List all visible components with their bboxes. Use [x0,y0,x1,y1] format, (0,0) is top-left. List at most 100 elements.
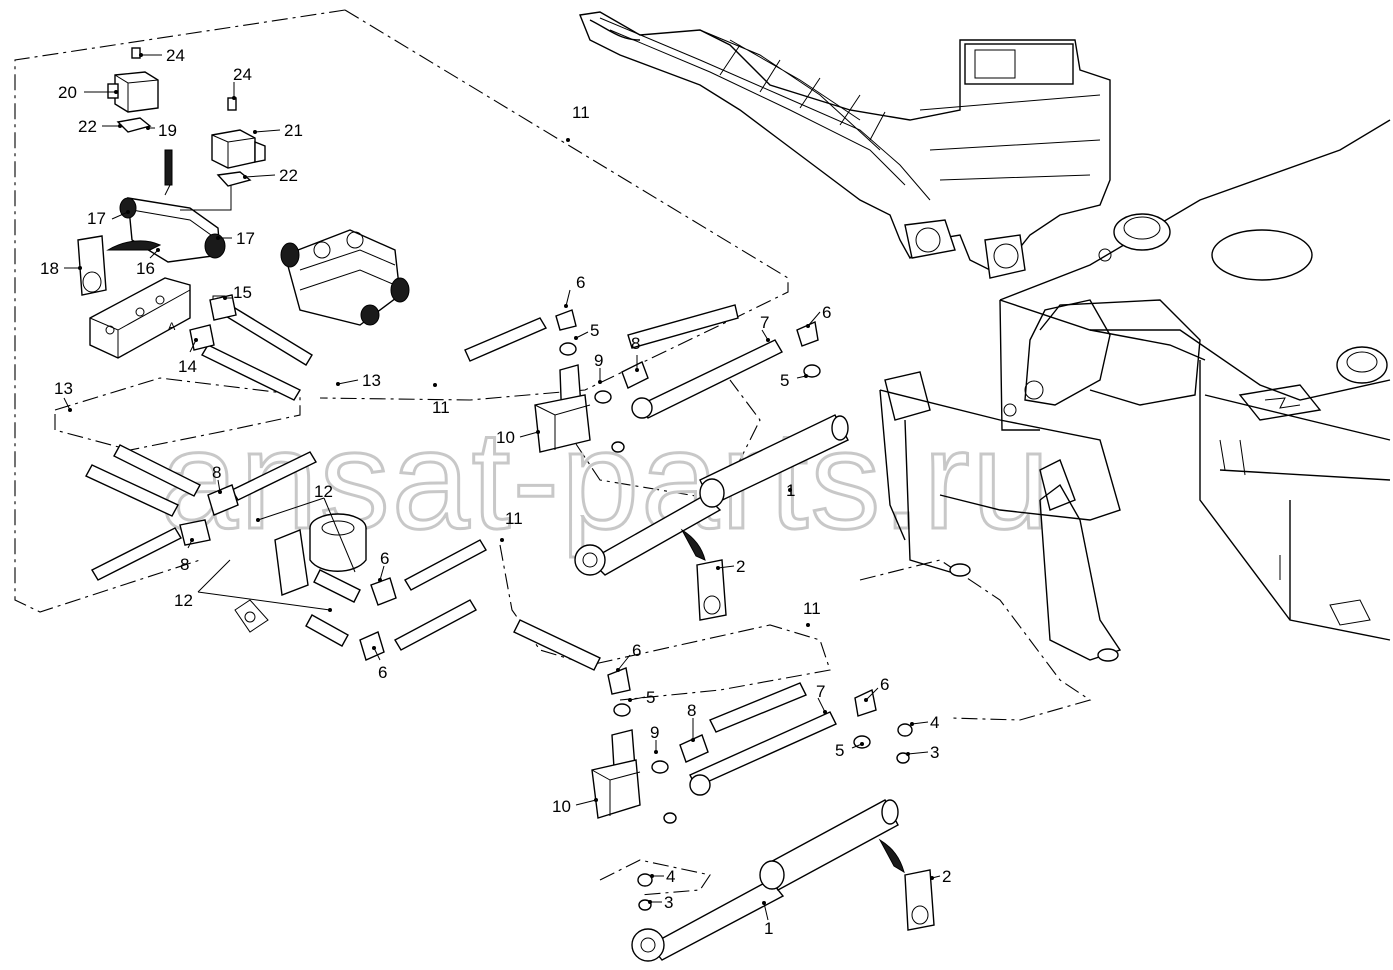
callout-2: 2 [716,557,745,576]
svg-text:11: 11 [432,398,450,417]
svg-text:4: 4 [666,867,675,886]
callout-12: 12 [174,559,332,612]
svg-text:9: 9 [650,723,659,742]
machine-frame [879,119,1391,662]
callout-5: 5 [628,688,655,707]
callout-9: 9 [594,351,603,384]
callout-17: 17 [87,209,130,228]
svg-text:1: 1 [786,481,795,500]
svg-text:16: 16 [136,259,155,278]
callout-15: 15 [223,283,252,302]
callout-21: 21 [253,121,303,140]
callout-24: 24 [232,65,252,100]
callout-4: 4 [650,867,675,886]
milling-machine-overview [579,11,1111,279]
callout-8: 8 [212,463,222,494]
svg-text:11: 11 [572,103,590,122]
svg-text:6: 6 [576,273,585,292]
callout-13: 13 [336,371,381,390]
svg-text:6: 6 [378,663,387,682]
port-label-a: A [168,321,176,333]
callout-22: 22 [78,117,122,136]
callout-19: 19 [146,121,177,140]
callout-6: 6 [806,303,831,328]
svg-text:1: 1 [764,919,773,938]
callout-11: 11 [500,509,523,542]
svg-text:11: 11 [803,599,821,618]
svg-text:3: 3 [930,743,939,762]
callout-labels: 24 20 22 19 24 21 22 17 17 18 16 15 14 1… [40,46,951,938]
callout-5: 5 [574,321,599,340]
callout-3: 3 [648,893,673,912]
svg-text:7: 7 [760,313,769,332]
svg-text:2: 2 [736,557,745,576]
svg-text:6: 6 [880,675,889,694]
callout-7: 7 [760,313,770,342]
svg-text:8: 8 [180,555,189,574]
callout-10: 10 [552,797,598,816]
callout-20: 20 [58,83,118,102]
callout-6: 6 [372,646,387,682]
svg-text:6: 6 [380,549,389,568]
svg-text:6: 6 [822,303,831,322]
svg-text:17: 17 [87,209,106,228]
callout-11: 11 [432,383,450,417]
svg-text:24: 24 [233,65,252,84]
svg-text:6: 6 [632,641,641,660]
svg-text:5: 5 [780,371,789,390]
svg-text:12: 12 [174,591,193,610]
svg-text:24: 24 [166,46,185,65]
svg-text:20: 20 [58,83,77,102]
callout-8: 8 [687,701,696,742]
svg-text:8: 8 [212,463,221,482]
svg-text:18: 18 [40,259,59,278]
svg-text:5: 5 [646,688,655,707]
svg-text:5: 5 [590,321,599,340]
callout-6: 6 [378,549,389,582]
callout-1: 1 [786,481,795,500]
svg-text:22: 22 [279,166,298,185]
svg-text:12: 12 [314,482,333,501]
callout-10: 10 [496,428,540,447]
svg-text:14: 14 [178,357,197,376]
svg-text:13: 13 [54,379,73,398]
callout-3: 3 [906,743,939,762]
svg-text:10: 10 [496,428,515,447]
callout-24: 24 [139,46,185,65]
callout-6: 6 [616,641,641,672]
callout-5: 5 [780,371,808,390]
svg-text:2: 2 [942,867,951,886]
callout-11: 11 [566,103,590,142]
svg-text:21: 21 [284,121,303,140]
hydraulic-cylinders [574,414,899,962]
svg-text:3: 3 [664,893,673,912]
callout-13: 13 [54,379,73,412]
callout-9: 9 [650,723,659,754]
callout-8: 8 [631,334,640,372]
svg-text:10: 10 [552,797,571,816]
callout-6: 6 [864,675,889,702]
callout-16: 16 [136,248,160,278]
callout-14: 14 [178,338,198,376]
svg-text:9: 9 [594,351,603,370]
callout-12: 12 [256,482,356,573]
callout-7: 7 [816,682,827,714]
callout-11: 11 [803,599,821,627]
callout-8: 8 [180,538,194,574]
manifold-blocks [534,364,677,824]
hose-lines [85,304,837,788]
svg-text:11: 11 [505,509,523,528]
svg-text:4: 4 [930,713,939,732]
callout-17: 17 [216,229,255,248]
svg-text:13: 13 [362,371,381,390]
svg-text:19: 19 [158,121,177,140]
callout-22: 22 [243,166,298,185]
svg-text:15: 15 [233,283,252,302]
callout-2: 2 [930,867,951,886]
svg-text:8: 8 [687,701,696,720]
callout-18: 18 [40,259,82,278]
svg-text:8: 8 [631,334,640,353]
valve-block-assembly: A B [77,47,410,359]
